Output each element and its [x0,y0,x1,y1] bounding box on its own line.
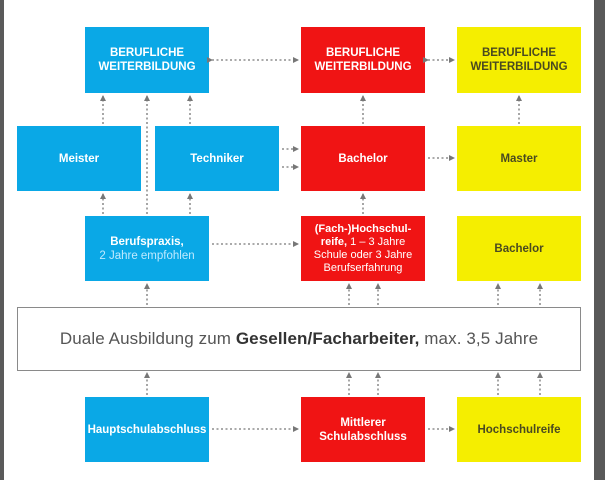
hauptschulabschluss-box: Hauptschulabschluss [85,397,209,462]
weiterbildung-red-line2: WEITERBILDUNG [314,61,412,73]
bachelor-red-box: Bachelor [301,126,425,191]
hauptschulabschluss-label: Hauptschulabschluss [87,423,207,436]
weiterbildung-yellow-line2: WEITERBILDUNG [470,61,568,73]
fachhochschulreife-detail-3: Berufserfahrung [323,261,403,274]
bachelor-yellow-box: Bachelor [457,216,581,281]
weiterbildung-yellow-line1: BERUFLICHE [481,47,557,59]
berufspraxis-box: Berufspraxis, 2 Jahre empfohlen [85,216,209,281]
weiterbildung-red-line1: BERUFLICHE [325,47,401,59]
duale-ausbildung-suffix: max. 3,5 Jahre [419,329,539,348]
mittlerer-schulabschluss-line2: Schulabschluss [319,430,407,443]
fachhochschulreife-detail-2: Schule oder 3 Jahre [313,248,413,261]
techniker-label: Techniker [190,152,244,165]
techniker-box: Techniker [155,126,279,191]
right-frame-edge [594,0,605,480]
bachelor-yellow-label: Bachelor [494,242,544,255]
weiterbildung-yellow-box: BERUFLICHE WEITERBILDUNG [457,27,581,93]
mittlerer-schulabschluss-line1: Mittlerer [340,416,386,429]
weiterbildung-red-box: BERUFLICHE WEITERBILDUNG [301,27,425,93]
weiterbildung-blue-box: BERUFLICHE WEITERBILDUNG [85,27,209,93]
duale-ausbildung-prefix: Duale Ausbildung zum [59,329,236,348]
fachhochschulreife-title-line2: reife, 1 – 3 Jahre [321,236,405,249]
fachhochschulreife-title-1: (Fach-)Hochschul- [314,222,412,235]
bachelor-red-label: Bachelor [338,152,388,165]
meister-box: Meister [17,126,141,191]
fachhochschulreife-box: (Fach-)Hochschul- reife, 1 – 3 Jahre Sch… [301,216,425,281]
meister-label: Meister [58,152,100,165]
master-label: Master [500,152,538,165]
master-box: Master [457,126,581,191]
hochschulreife-box: Hochschulreife [457,397,581,462]
duale-ausbildung-bold: Gesellen/Facharbeiter, [235,329,420,348]
weiterbildung-blue-line2: WEITERBILDUNG [98,61,196,73]
duale-ausbildung-text: Duale Ausbildung zum Gesellen/Facharbeit… [60,329,538,349]
hochschulreife-label: Hochschulreife [477,423,561,436]
berufspraxis-note: 2 Jahre empfohlen [99,249,195,262]
mittlerer-schulabschluss-box: Mittlerer Schulabschluss [301,397,425,462]
fachhochschulreife-detail-1: 1 – 3 Jahre [347,235,406,248]
weiterbildung-blue-line1: BERUFLICHE [109,47,185,59]
berufspraxis-title: Berufspraxis, [110,235,184,248]
duale-ausbildung-box: Duale Ausbildung zum Gesellen/Facharbeit… [17,307,581,371]
fachhochschulreife-title-2: reife, [320,235,348,248]
left-frame-edge [0,0,4,480]
